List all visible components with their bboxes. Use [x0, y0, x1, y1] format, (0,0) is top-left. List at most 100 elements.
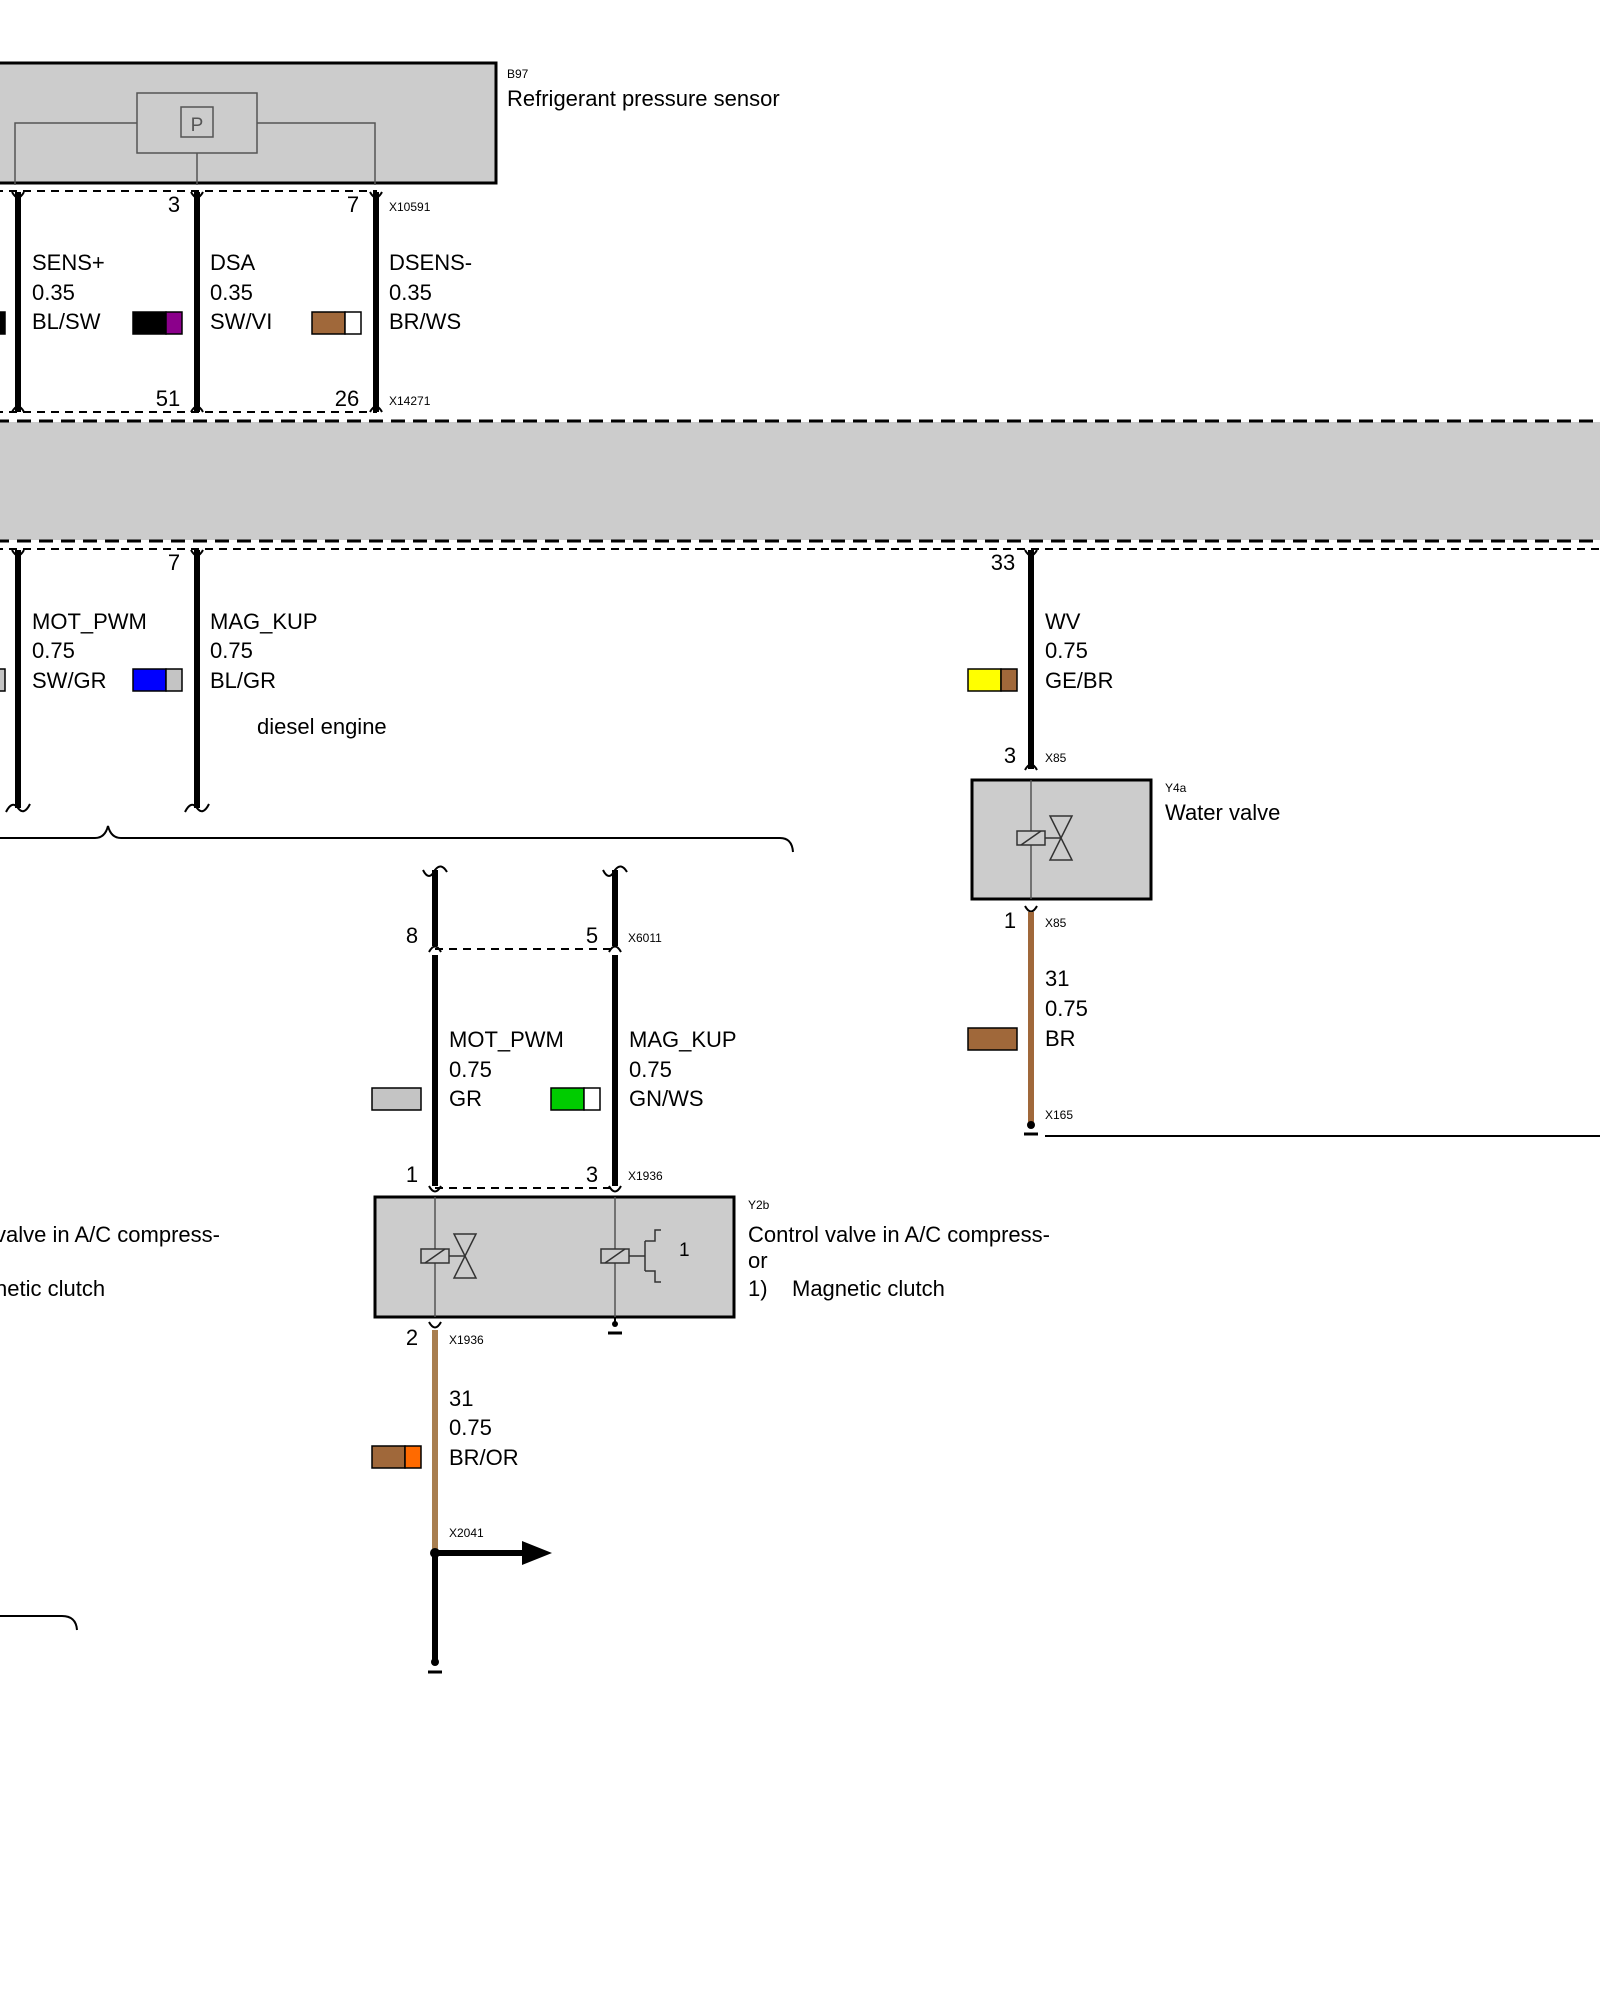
y4a-name: Water valve — [1165, 800, 1280, 825]
solenoid-valve-icon — [420, 1233, 478, 1279]
wire-size: 0.35 — [389, 280, 432, 305]
color-swatch-br — [1000, 668, 1018, 692]
continuation-arrow-icon — [522, 1541, 552, 1565]
wire-color: BR — [1045, 1026, 1076, 1051]
wire-size: 0.75 — [1045, 996, 1088, 1021]
pin-hook — [608, 1185, 622, 1193]
color-swatch-vi — [165, 311, 183, 335]
color-swatch-ws — [583, 1087, 601, 1111]
color-swatch-ws — [344, 311, 362, 335]
color-swatch-bl — [132, 668, 167, 692]
wire-size: 0.35 — [32, 280, 75, 305]
b97-internal-wiring-right — [257, 122, 376, 185]
wire-break — [5, 803, 31, 813]
wire-signal: SENS+ — [32, 250, 105, 275]
left-partial-component: valve in A/C compress- netic clutch — [0, 1222, 220, 1631]
color-swatch-or — [404, 1445, 422, 1469]
wire-signal: DSA — [210, 250, 256, 275]
variant-brace — [0, 1615, 78, 1631]
wire-color: GE/BR — [1045, 668, 1113, 693]
pin-hook — [369, 191, 383, 199]
pin-label: 51 — [156, 386, 180, 411]
connector-id: X10591 — [389, 200, 431, 214]
connector-id: X1936 — [449, 1333, 484, 1347]
pin-hook — [428, 945, 442, 953]
ground-point — [612, 1321, 618, 1327]
component-y4a: Y4a Water valve — [970, 778, 1280, 901]
wire-size: 0.75 — [449, 1057, 492, 1082]
connector-id: X165 — [1045, 1108, 1073, 1122]
connector-x6011: 8 5 X6011 — [406, 865, 662, 953]
pin-hook — [428, 1321, 442, 1329]
pin-hook — [190, 549, 204, 557]
left-partial-line2: netic clutch — [0, 1276, 105, 1301]
clutch-note-marker: 1 — [679, 1240, 690, 1261]
pin-hook — [1024, 763, 1038, 771]
pin-label: 3 — [1004, 743, 1016, 768]
wire-size: 0.75 — [629, 1057, 672, 1082]
variant-note: diesel engine — [257, 714, 387, 739]
color-swatch-sw — [132, 311, 167, 335]
color-swatch-br — [371, 1445, 406, 1469]
wire-signal: MAG_KUP — [210, 609, 318, 634]
y2b-note-text: Magnetic clutch — [792, 1276, 945, 1301]
wire-size: 0.75 — [1045, 638, 1088, 663]
pin-label: 3 — [168, 192, 180, 217]
pin-label: 3 — [586, 1162, 598, 1187]
wire-signal: 31 — [1045, 966, 1069, 991]
wire-size: 0.75 — [32, 638, 75, 663]
connector-id: X85 — [1045, 916, 1067, 930]
wire-color: SW/GR — [32, 668, 107, 693]
connector-id: X2041 — [449, 1526, 484, 1540]
component-b97: P B97 Refrigerant pressure sensor — [0, 61, 780, 185]
wire-signal: MOT_PWM — [449, 1027, 564, 1052]
pin-hook — [608, 945, 622, 953]
pin-hook — [11, 549, 25, 557]
b97-name: Refrigerant pressure sensor — [507, 86, 780, 111]
pin-label: 5 — [586, 923, 598, 948]
connector-x10591: 3 7 X10591 — [0, 190, 431, 217]
wire-ground-y2b-group: 2 X1936 31 0.75 BR/OR X2041 — [371, 1321, 552, 1674]
connector-id: X85 — [1045, 751, 1067, 765]
wire-signal: MOT_PWM — [32, 609, 147, 634]
y2b-code: Y2b — [748, 1198, 770, 1212]
pin-label: 1 — [1004, 908, 1016, 933]
pin-hook — [190, 405, 204, 413]
wire-color: GR — [449, 1086, 482, 1111]
pin-label: 2 — [406, 1325, 418, 1350]
pin-label: 8 — [406, 923, 418, 948]
pin-label: 7 — [168, 550, 180, 575]
pin-label: 1 — [406, 1162, 418, 1187]
wires-ecu-to-compressor-upper: 7 MOT_PWM 0.75 SW/GR MAG_KUP 0.75 BL/GR … — [0, 549, 794, 853]
wire-color: GN/WS — [629, 1086, 704, 1111]
pin-hook — [428, 1185, 442, 1193]
color-swatch-gr — [371, 1087, 422, 1111]
wires-x6011-to-y2b: MOT_PWM 0.75 GR MAG_KUP 0.75 GN/WS 1 3 X… — [371, 955, 737, 1193]
control-unit-housing — [0, 422, 1600, 540]
connector-id: X6011 — [628, 931, 662, 945]
b97-internal-wiring — [14, 122, 137, 185]
pin-hook — [1024, 905, 1038, 913]
color-swatch-ge — [967, 668, 1002, 692]
pin-label: 7 — [347, 192, 359, 217]
pin-label: 33 — [991, 550, 1015, 575]
pressure-symbol-box — [180, 106, 214, 138]
wire-color: BR/WS — [389, 309, 461, 334]
solenoid-valve-icon — [1016, 815, 1074, 861]
wire-color: BL/SW — [32, 309, 101, 334]
pin-hook — [11, 405, 25, 413]
component-y2b: 1 Y2b Control valve in A/C compress- or … — [373, 1195, 1050, 1335]
wire-color: BL/GR — [210, 668, 276, 693]
color-swatch — [0, 668, 6, 692]
left-partial-line1: valve in A/C compress- — [0, 1222, 220, 1247]
wires-b97-to-ecu: SENS+ 0.35 BL/SW DSA 0.35 SW/VI DSENS- 0… — [0, 191, 472, 413]
wire-signal: WV — [1045, 609, 1081, 634]
wire-size: 0.75 — [210, 638, 253, 663]
wire-color: SW/VI — [210, 309, 272, 334]
pin-label: 26 — [335, 386, 359, 411]
pin-hook — [11, 191, 25, 199]
connector-x14271: 51 26 X14271 — [0, 386, 431, 413]
b97-code: B97 — [507, 67, 529, 81]
wire-signal: 31 — [449, 1386, 473, 1411]
